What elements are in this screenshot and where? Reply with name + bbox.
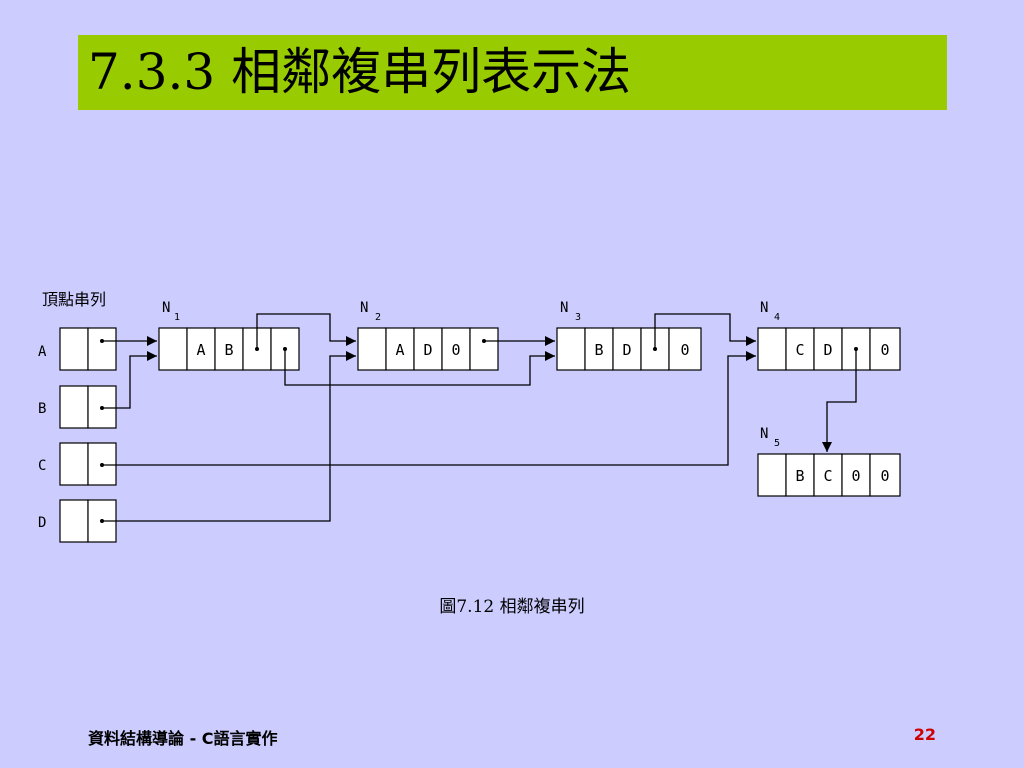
pointer-dot <box>283 347 287 351</box>
node-n4-vertex2: D <box>823 341 832 359</box>
svg-text:N: N <box>360 300 368 316</box>
node-n5-link1: 0 <box>851 467 860 485</box>
node-n2-vertex2: D <box>423 341 432 359</box>
node-n1-vertex1: A <box>196 341 205 359</box>
vertex-label-c: C <box>38 458 46 474</box>
arrow-n3-link1-to-n4 <box>654 313 756 349</box>
node-n2-vertex1: A <box>395 341 404 359</box>
svg-text:3: 3 <box>575 312 581 323</box>
node-n3-link2: 0 <box>680 341 689 359</box>
vertex-box-c <box>59 442 117 486</box>
svg-text:N: N <box>760 300 768 316</box>
node-n3: B D 0 <box>556 327 702 371</box>
vertex-box-b <box>59 385 117 429</box>
node-n2: A D 0 <box>357 327 499 371</box>
pointer-dot <box>100 463 104 467</box>
svg-text:4: 4 <box>774 312 780 323</box>
pointer-dot <box>100 406 104 410</box>
title-bar: 7.3.3 相鄰複串列表示法 <box>78 35 947 110</box>
vertex-label-d: D <box>38 515 46 531</box>
node-label-n5: N 5 <box>760 426 780 449</box>
vertex-list-label: 頂點串列 <box>42 290 106 309</box>
node-n5-vertex1: B <box>795 467 804 485</box>
svg-text:N: N <box>760 426 768 442</box>
pointer-dot <box>100 519 104 523</box>
vertex-label-a: A <box>38 344 47 360</box>
node-n5-link2: 0 <box>880 467 889 485</box>
arrow-n1-link2-to-n3 <box>284 349 555 386</box>
footer-course-title: 資料結構導論 - C語言實作 <box>88 729 278 748</box>
pointer-dot <box>255 347 259 351</box>
node-label-n4: N 4 <box>760 300 780 323</box>
node-n4: C D 0 <box>757 327 901 371</box>
arrow-n1-link1-to-n2 <box>256 313 356 349</box>
svg-text:N: N <box>560 300 568 316</box>
svg-text:5: 5 <box>774 438 780 449</box>
node-n4-vertex1: C <box>795 341 804 359</box>
node-n3-vertex2: D <box>622 341 631 359</box>
node-label-n2: N 2 <box>360 300 381 323</box>
svg-text:2: 2 <box>375 312 381 323</box>
node-n5-vertex2: C <box>823 467 832 485</box>
pointer-dot <box>653 347 657 351</box>
node-label-n1: N 1 <box>162 300 180 323</box>
pointer-dot <box>100 339 104 343</box>
vertex-box-a <box>59 327 117 371</box>
arrow-b-to-n1 <box>102 351 157 409</box>
slide-title: 7.3.3 相鄰複串列表示法 <box>88 43 632 101</box>
node-n2-link1: 0 <box>451 341 460 359</box>
svg-text:1: 1 <box>174 312 180 323</box>
figure-caption: 圖7.12 相鄰複串列 <box>439 597 585 617</box>
node-label-n3: N 3 <box>560 300 581 323</box>
page-number: 22 <box>913 725 936 744</box>
pointer-dot <box>482 339 486 343</box>
node-n1-vertex2: B <box>224 341 233 359</box>
node-n1: A B <box>158 327 300 371</box>
arrow-n4-link1-to-n5 <box>822 349 857 452</box>
arrow-d-to-n2 <box>102 351 356 522</box>
node-n5: B C 0 0 <box>757 453 901 497</box>
node-n4-link2: 0 <box>880 341 889 359</box>
vertex-label-b: B <box>38 401 46 417</box>
svg-text:N: N <box>162 300 170 316</box>
pointer-dot <box>854 347 858 351</box>
arrow-c-to-n4 <box>102 351 756 466</box>
node-n3-vertex1: B <box>594 341 603 359</box>
